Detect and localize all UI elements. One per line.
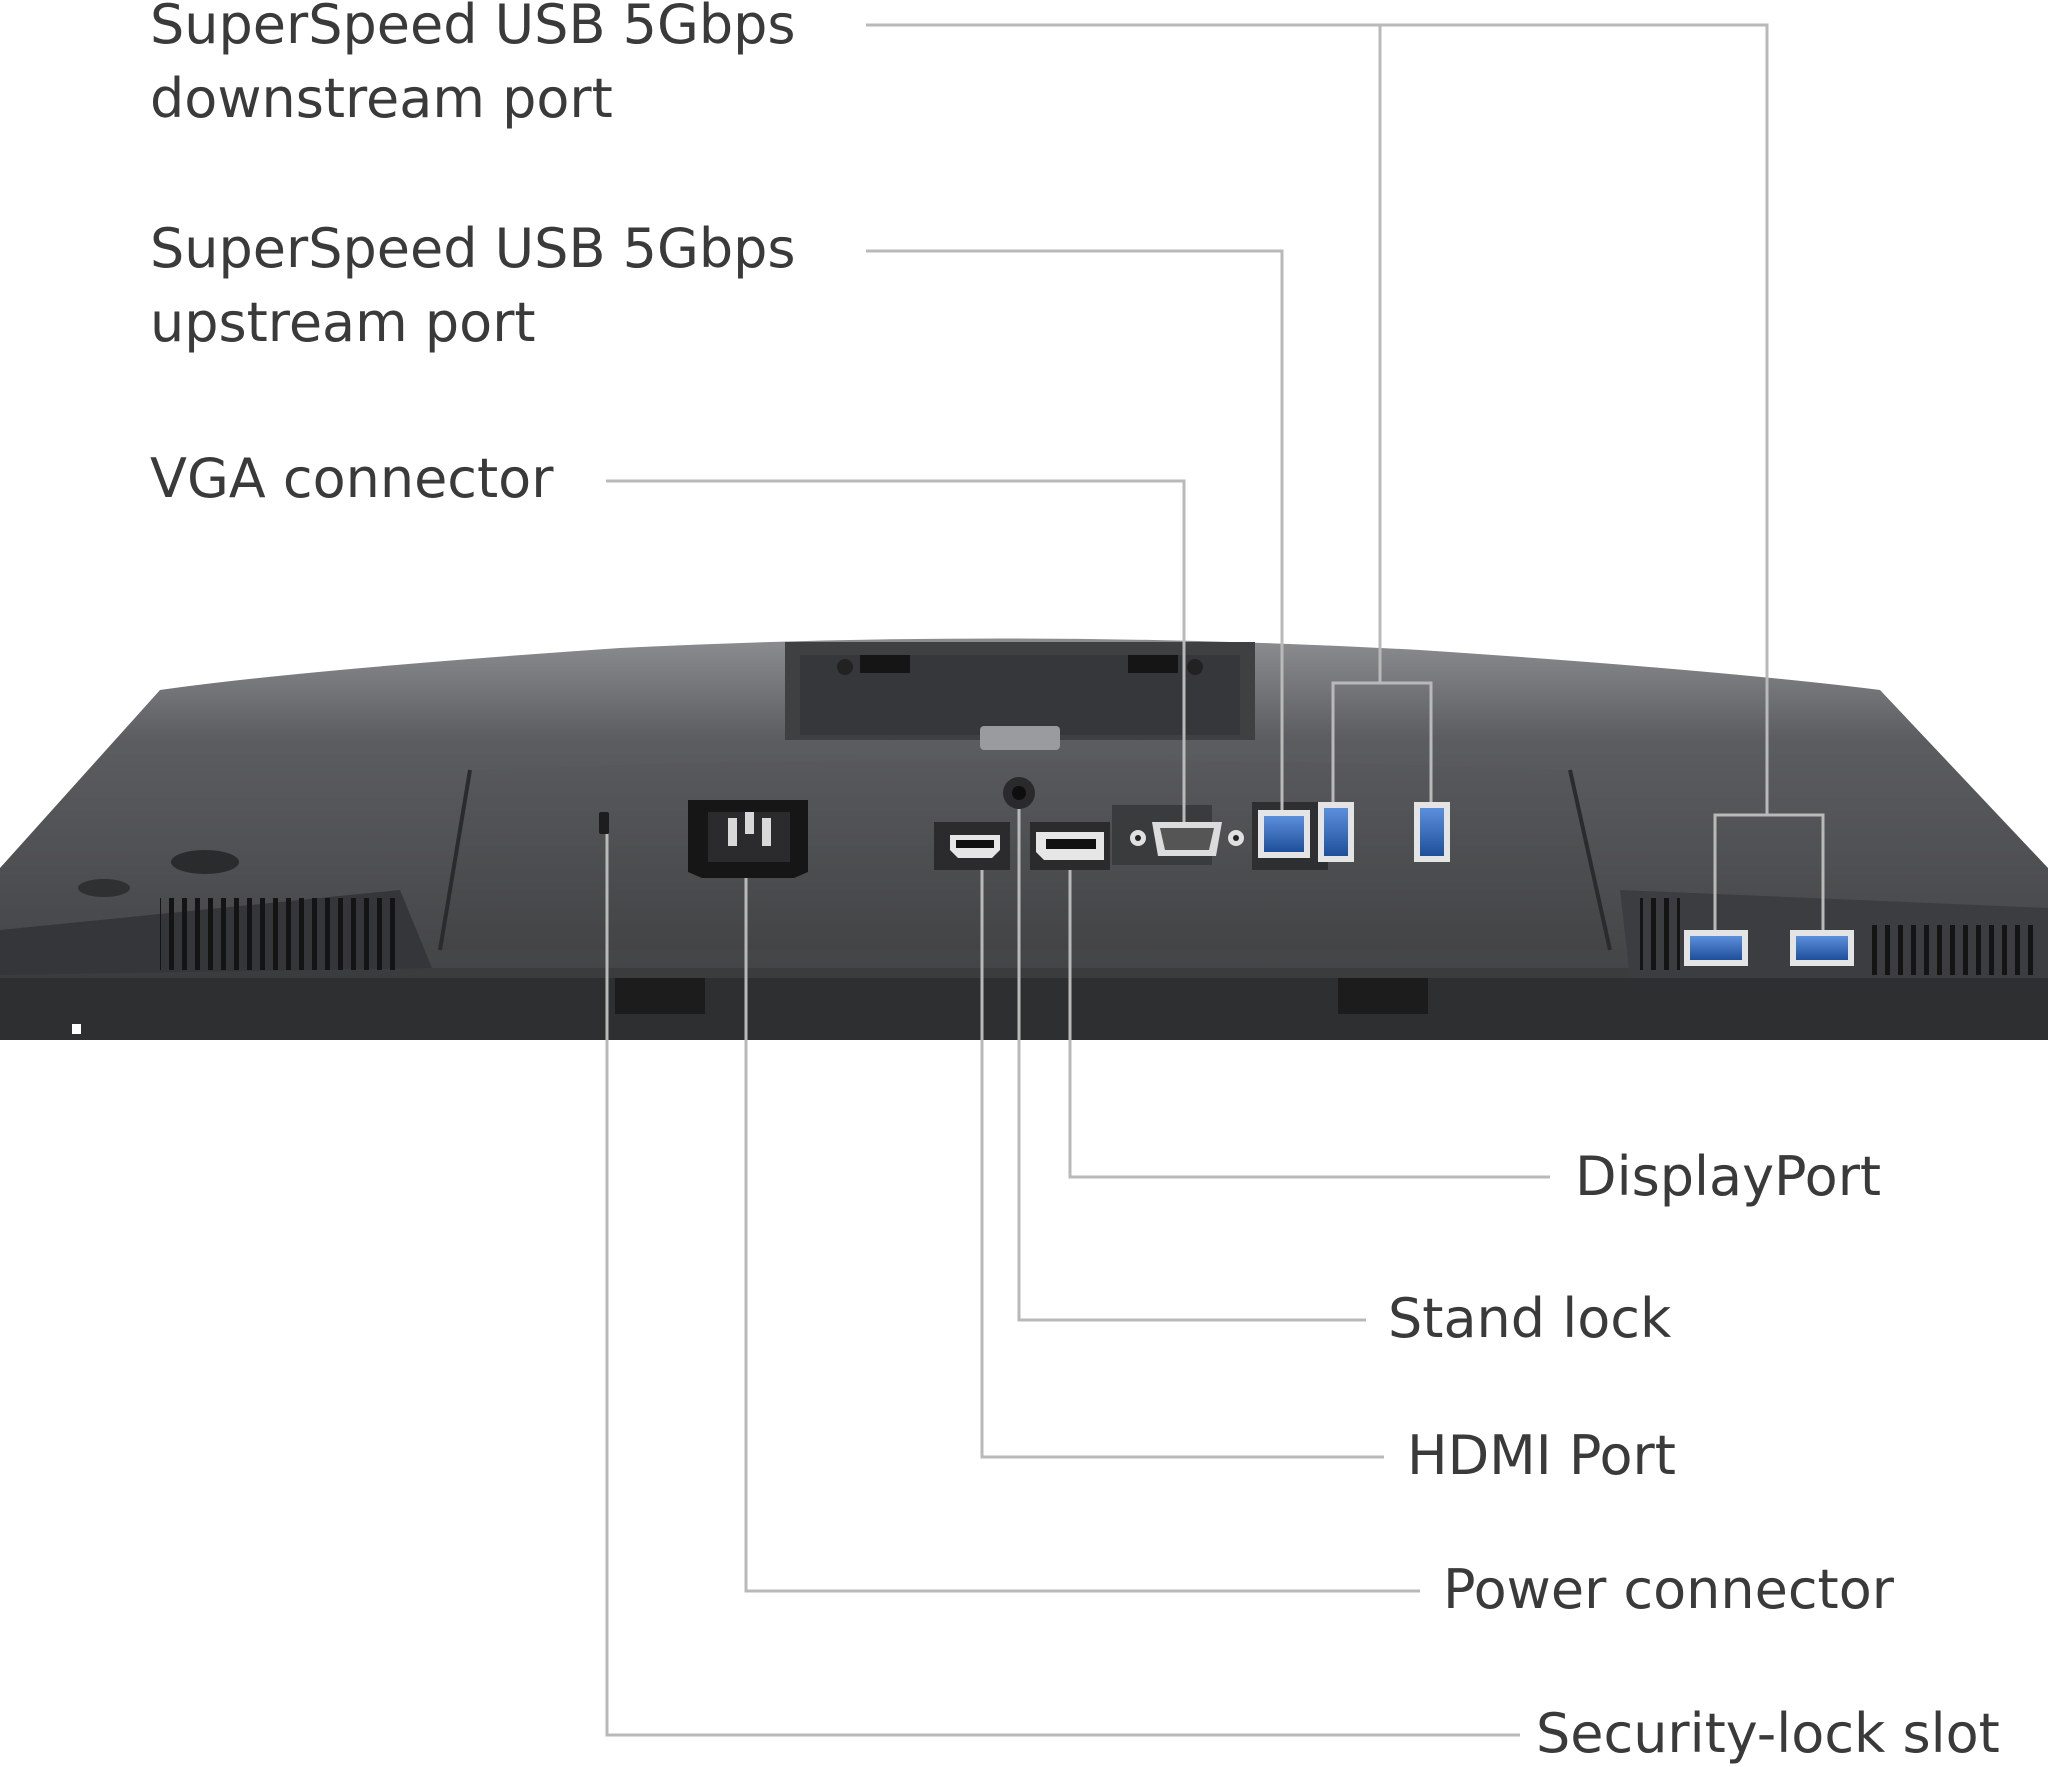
power-label: Power connector	[1443, 1558, 1894, 1621]
usb-downstream-port-icon	[1684, 930, 1748, 966]
usb-downstream-port-icon	[1318, 802, 1354, 862]
security-lock-label: Security-lock slot	[1536, 1702, 2000, 1765]
displayport-icon	[1030, 822, 1110, 870]
usb-upstream-label-line1: SuperSpeed USB 5Gbps	[150, 217, 796, 280]
hdmi-label: HDMI Port	[1407, 1424, 1676, 1487]
security-lock-slot-icon	[599, 812, 609, 834]
vga-port-icon	[1112, 805, 1244, 865]
usb-downstream-port-icon	[1414, 802, 1450, 862]
usb-upstream-label: SuperSpeed USB 5Gbps upstream port	[150, 212, 796, 360]
vga-label: VGA connector	[150, 447, 554, 510]
monitor-chassis	[0, 638, 2048, 1040]
usb-downstream-label-line1: SuperSpeed USB 5Gbps	[150, 0, 796, 56]
usb-downstream-label: SuperSpeed USB 5Gbps downstream port	[150, 0, 796, 136]
usb-downstream-port-icon	[1790, 930, 1854, 966]
stand-lock-label: Stand lock	[1388, 1287, 1672, 1350]
usb-downstream-label-line2: downstream port	[150, 67, 613, 130]
power-socket-icon	[688, 800, 808, 878]
usb-upstream-label-line2: upstream port	[150, 291, 536, 354]
leader-lines	[605, 23, 1825, 1737]
hdmi-port-icon	[934, 822, 1010, 870]
usb-upstream-port-icon	[1252, 802, 1328, 870]
displayport-label: DisplayPort	[1575, 1145, 1882, 1208]
stand-lock-icon	[1003, 777, 1035, 809]
